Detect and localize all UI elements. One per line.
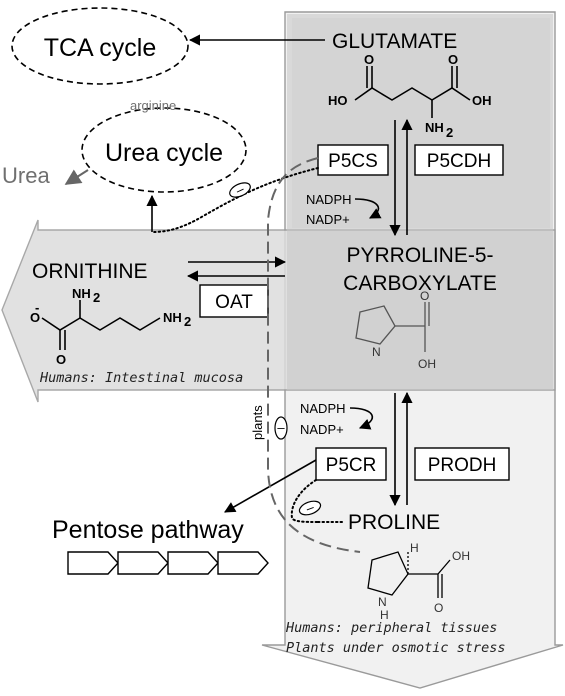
nadp-bottom-label: NADP+ — [300, 422, 344, 437]
svg-text:O: O — [448, 52, 458, 67]
svg-text:NH: NH — [425, 120, 444, 135]
svg-text:OH: OH — [452, 549, 470, 563]
plants-stress-label: Plants under osmotic stress — [286, 640, 505, 656]
glutamate-region — [292, 18, 550, 228]
inhibition-mark-top — [229, 182, 251, 198]
svg-text:NH: NH — [72, 286, 91, 301]
ornithine-structure: O O - NH 2 NH 2 — [30, 286, 191, 367]
plants-dashed-path — [267, 157, 361, 553]
arginine-feedback-dotted — [151, 167, 319, 233]
p5cdh-box — [414, 144, 504, 176]
inhibition-mark-bottom — [298, 500, 322, 516]
svg-text:2: 2 — [446, 125, 453, 140]
nadp-top-label: NADP+ — [306, 212, 350, 227]
p5c-structure: N O OH — [355, 289, 436, 371]
tca-cycle-ellipse — [11, 7, 189, 85]
urea-cycle-label: Urea cycle — [105, 139, 223, 167]
prodh-box — [414, 447, 510, 481]
urea-cycle-ellipse — [81, 107, 247, 193]
inhibition-mark-plants — [274, 416, 288, 440]
humans-intestinal-label: Humans: Intestinal mucosa — [39, 370, 243, 386]
svg-text:N: N — [372, 345, 381, 359]
proline-structure: N H H O OH — [367, 541, 470, 622]
p5cr-box — [315, 447, 387, 481]
svg-text:H: H — [410, 541, 419, 555]
nadph-top-label: NADPH — [306, 192, 352, 207]
svg-text:H: H — [380, 608, 389, 622]
svg-text:2: 2 — [184, 314, 191, 329]
pentose-chevrons — [67, 551, 269, 575]
svg-text:O: O — [434, 601, 443, 615]
p5cs-label: P5CS — [328, 151, 378, 172]
svg-text:HO: HO — [328, 93, 348, 108]
svg-text:N: N — [378, 595, 387, 609]
urea-arrow — [64, 169, 89, 185]
svg-text:NH: NH — [163, 310, 182, 325]
urea-label: Urea — [2, 163, 50, 188]
p5c-label-line2: CARBOXYLATE — [343, 272, 497, 295]
pentose-pathway-label: Pentose pathway — [52, 516, 244, 544]
glutamate-label: GLUTAMATE — [332, 30, 457, 53]
svg-text:O: O — [420, 289, 429, 303]
p5cr-label: P5CR — [326, 455, 377, 476]
svg-text:O: O — [364, 52, 374, 67]
plants-label: plants — [250, 405, 265, 440]
svg-text:-: - — [35, 300, 39, 315]
ornithine-label: ORNITHINE — [32, 260, 148, 283]
nadph-bottom-label: NADPH — [300, 401, 346, 416]
svg-text:–: – — [277, 420, 285, 435]
svg-text:OH: OH — [472, 93, 492, 108]
arginine-label: arginine — [130, 98, 176, 113]
prodh-label: PRODH — [428, 455, 497, 476]
svg-text:2: 2 — [93, 290, 100, 305]
svg-text:OH: OH — [418, 357, 436, 371]
p5c-label-line1: PYRROLINE-5- — [346, 244, 493, 267]
nadph-bottom-curve — [349, 407, 374, 430]
svg-text:O: O — [30, 310, 40, 325]
p5cdh-label: P5CDH — [427, 151, 491, 172]
p5cs-box — [317, 144, 389, 176]
tca-cycle-label: TCA cycle — [44, 34, 157, 62]
oat-label: OAT — [215, 292, 253, 313]
nadph-top-curve — [354, 198, 382, 219]
humans-peripheral-label: Humans: peripheral tissues — [285, 620, 497, 636]
proline-label: PROLINE — [348, 511, 440, 534]
glutamate-structure: O O HO OH NH 2 — [328, 52, 492, 140]
proline-feedback-dotted — [290, 479, 319, 523]
svg-text:O: O — [56, 352, 66, 367]
oat-box — [199, 284, 269, 318]
